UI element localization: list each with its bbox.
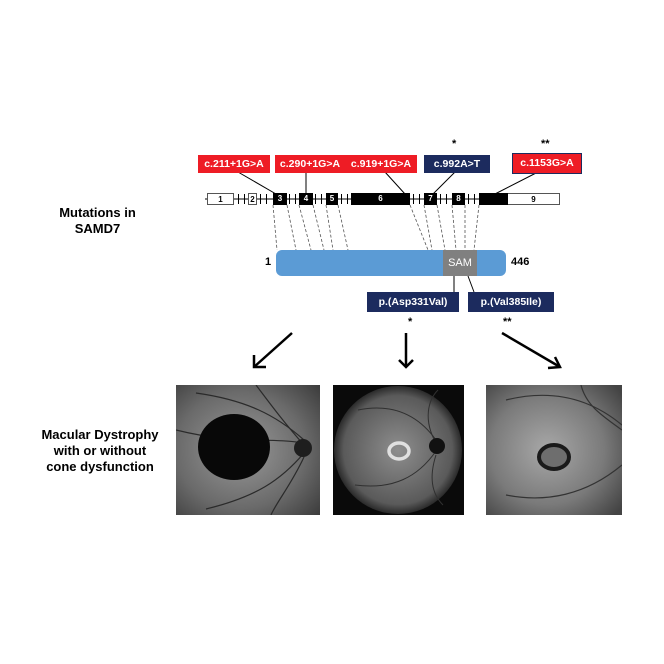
exon-5: 5 <box>326 193 338 205</box>
marker-single-bottom: * <box>408 316 413 328</box>
intron-mark <box>315 194 322 204</box>
fundus-image-2 <box>333 385 464 515</box>
exon-4: 4 <box>299 193 313 205</box>
exon-9-coding <box>479 193 508 205</box>
intron-mark <box>413 194 420 204</box>
exon-2: 2 <box>248 193 257 205</box>
phenotype-label-line1: Macular Dystrophy <box>41 427 159 442</box>
exon-3: 3 <box>273 193 287 205</box>
intron-mark <box>260 194 267 204</box>
exon-9: 9 <box>508 193 560 205</box>
mutation-splice-2: c.290+1G>A <box>275 155 345 173</box>
mutation-splice-1: c.211+1G>A <box>198 155 270 173</box>
exon-6: 6 <box>351 193 410 205</box>
intron-mark <box>238 194 245 204</box>
marker-single-top: * <box>452 138 457 150</box>
intron-mark <box>440 194 447 204</box>
phenotype-label-line3: cone dysfunction <box>46 459 154 474</box>
sam-domain: SAM <box>443 250 477 276</box>
phenotype-label-line2: with or without <box>53 443 147 458</box>
mutations-label-line1: Mutations in <box>59 205 136 220</box>
mutation-missense-1: c.992A>T <box>424 155 490 173</box>
marker-double-top: ** <box>541 138 550 150</box>
intron-mark <box>289 194 296 204</box>
protein-change-2: p.(Val385Ile) <box>468 292 554 312</box>
mutation-missense-2: c.1153G>A <box>512 153 582 174</box>
phenotype-label: Macular Dystrophy with or without cone d… <box>40 427 160 475</box>
mutation-splice-3: c.919+1G>A <box>345 155 417 173</box>
mutations-label: Mutations in SAMD7 <box>55 205 140 237</box>
intron-mark <box>468 194 475 204</box>
protein-change-1: p.(Asp331Val) <box>367 292 459 312</box>
protein-end: 446 <box>511 256 530 268</box>
protein-start: 1 <box>265 256 272 268</box>
mutations-label-line2: SAMD7 <box>74 221 121 236</box>
intron-mark <box>341 194 348 204</box>
exon-7: 7 <box>424 193 437 205</box>
marker-double-bottom: ** <box>503 316 512 328</box>
fundus-image-3 <box>486 385 622 515</box>
fundus-image-1 <box>176 385 320 515</box>
exon-8: 8 <box>452 193 465 205</box>
exon-1: 1 <box>207 193 234 205</box>
